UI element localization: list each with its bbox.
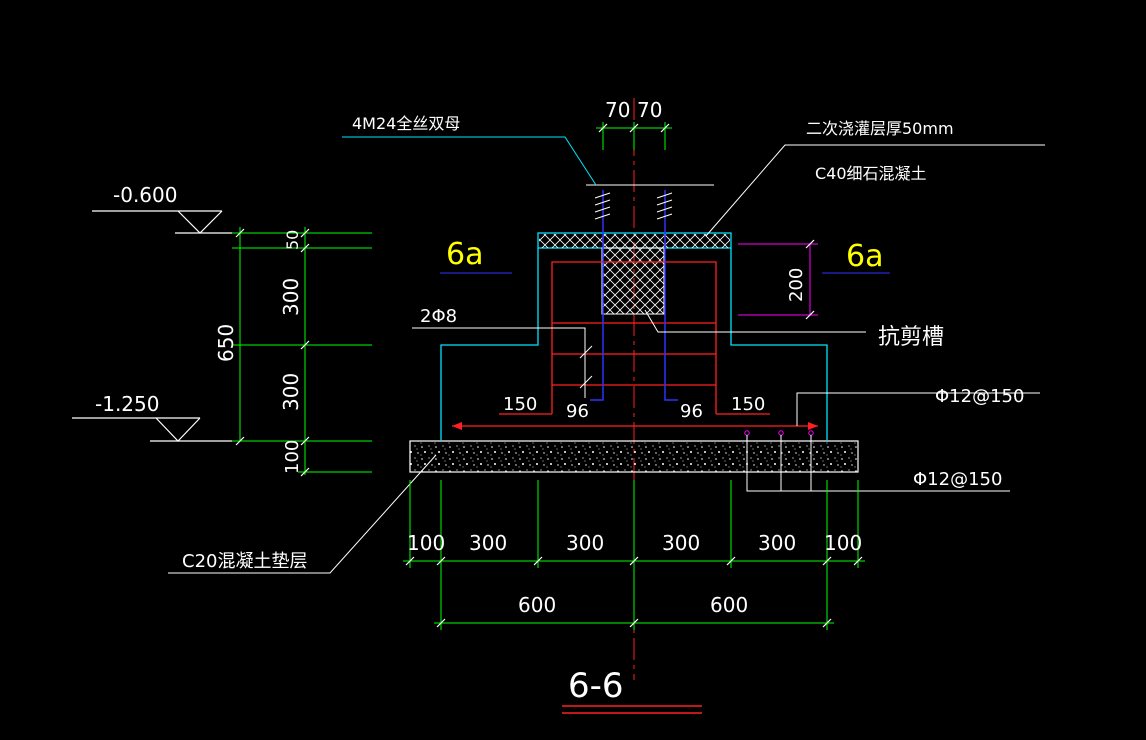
rebar-note-top: Φ12@150 — [935, 386, 1024, 407]
stirrup-note: 2Φ8 — [420, 306, 457, 327]
dim-left-650: 650 — [214, 324, 238, 362]
elevation-top-label: -0.600 — [113, 183, 177, 207]
shear-groove-note: 抗剪槽 — [878, 325, 944, 350]
concrete-pad — [409, 440, 859, 473]
dim-bottom-300-b: 300 — [566, 531, 604, 555]
pad-note: C20混凝土垫层 — [182, 551, 307, 572]
dim-bottom-100-right: 100 — [824, 531, 862, 555]
dim-grout-200: 200 — [786, 268, 807, 302]
dim-top-left: 70 — [605, 98, 630, 122]
dim-bottom-300-c: 300 — [662, 531, 700, 555]
dim-gap-right: 96 — [680, 401, 703, 422]
leader-lines — [168, 136, 1045, 574]
dim-bottom-600-left: 600 — [518, 593, 556, 617]
dim-bottom-300-d: 300 — [758, 531, 796, 555]
dim-offset-right: 150 — [731, 394, 765, 415]
section-mark-right: 6a — [846, 239, 883, 274]
dim-left-100: 100 — [282, 440, 303, 474]
concrete-note: C40细石混凝土 — [815, 164, 927, 183]
dim-offset-left: 150 — [503, 394, 537, 415]
dim-left-300-top: 300 — [279, 278, 303, 316]
rebar-cage — [452, 261, 818, 427]
rebar-arrows — [452, 422, 818, 430]
title-underline — [562, 705, 702, 714]
dimension-lines — [175, 122, 865, 630]
bolt-note: 4M24全丝双母 — [352, 114, 460, 133]
elevation-marker-top — [92, 210, 232, 234]
section-mark-left: 6a — [446, 237, 483, 272]
shear-groove — [601, 247, 665, 315]
grout-layer — [539, 234, 730, 248]
dim-bottom-100-left: 100 — [407, 531, 445, 555]
bolt-threads — [586, 184, 714, 220]
dim-gap-left: 96 — [566, 401, 589, 422]
dim-left-50: 50 — [283, 230, 302, 250]
dimension-ticks — [235, 123, 863, 628]
elevation-marker-bottom — [72, 417, 232, 442]
dim-left-300-bottom: 300 — [279, 373, 303, 411]
anchor-bolts — [590, 190, 678, 401]
section-title: 6-6 — [568, 666, 624, 706]
section-marker-lines — [440, 243, 890, 316]
bottom-rebar-dots — [744, 430, 814, 436]
grout-note: 二次浇灌层厚50mm — [806, 119, 954, 138]
dim-bottom-300-a: 300 — [469, 531, 507, 555]
dim-top-right: 70 — [637, 98, 662, 122]
dim-bottom-600-right: 600 — [710, 593, 748, 617]
elevation-bottom-label: -1.250 — [95, 392, 159, 416]
rebar-note-bottom: Φ12@150 — [913, 469, 1002, 490]
